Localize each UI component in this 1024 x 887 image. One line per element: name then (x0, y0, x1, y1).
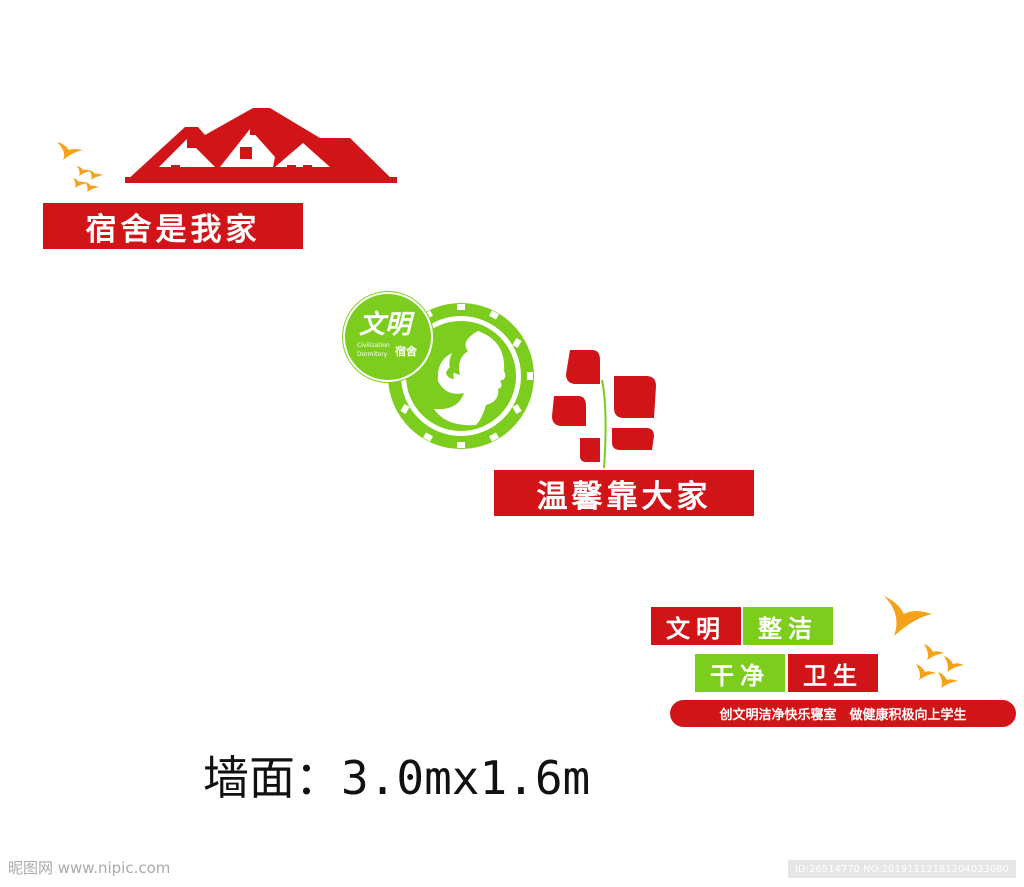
badge-sub-text: 宿舍 (395, 345, 417, 358)
watermark-id: ID:26514770 NO:20191112181204033080 (788, 860, 1016, 878)
badge-english-line1: Civilization (357, 342, 390, 349)
badge-english-line2: Dormitory (357, 351, 388, 358)
leaves-sprout-icon (552, 350, 656, 469)
warmth-banner: 温馨靠大家 (494, 470, 754, 516)
badge-main-text: 文明 (359, 310, 412, 340)
watermark-site: 昵图网 www.nipic.com (8, 859, 171, 877)
wall-size-note: 墙面：3.0mx1.6m (203, 751, 591, 805)
birds-icon (57, 142, 103, 192)
tile-hygiene: 卫生 (788, 654, 878, 692)
birds-icon (884, 596, 964, 688)
tile-civilized: 文明 (651, 607, 741, 645)
dorm-home-banner: 宿舍是我家 (43, 203, 303, 249)
tile-clean: 干净 (695, 654, 785, 692)
roof-graphic (125, 108, 397, 183)
civilized-dorm-badge: 文明 Civilization Dormitory 宿舍 (343, 292, 433, 382)
slogan-banner: 创文明洁净快乐寝室 做健康积极向上学生 (670, 700, 1016, 727)
tile-tidy: 整洁 (743, 607, 833, 645)
